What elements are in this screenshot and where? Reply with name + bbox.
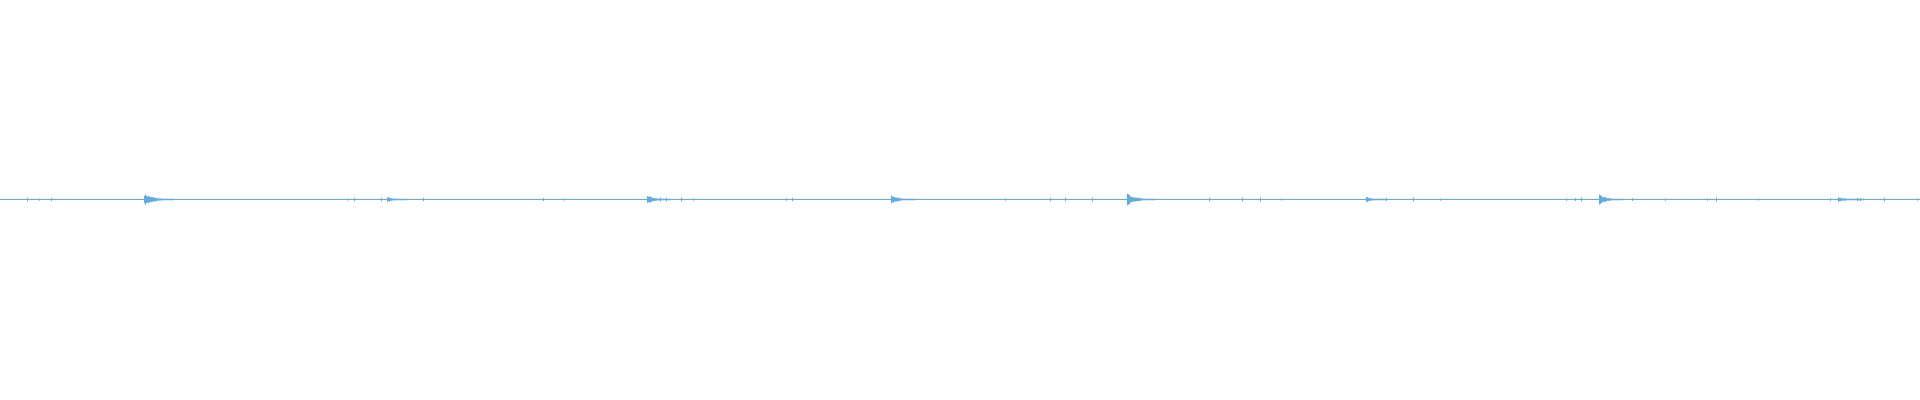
waveform-bursts [27,193,1918,206]
waveform-signal [27,193,1918,206]
